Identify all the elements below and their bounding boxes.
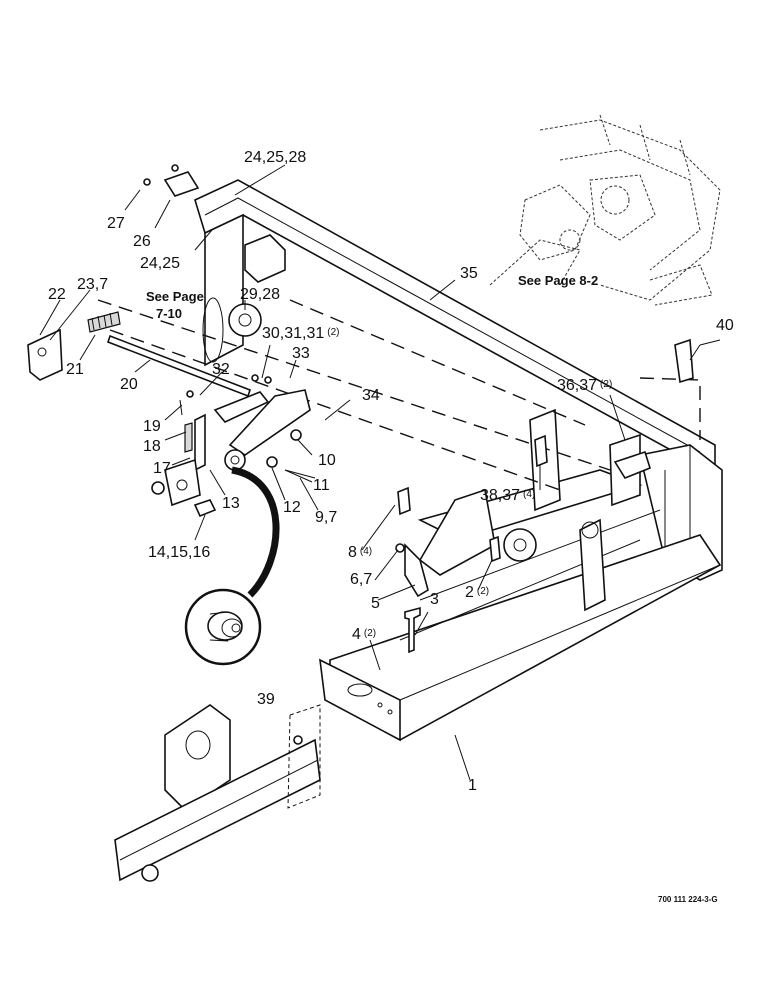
callout-10: 10 bbox=[318, 452, 336, 469]
callout-23-7: 23,7 bbox=[77, 276, 108, 293]
callout-36-37-qty: (2) bbox=[600, 379, 612, 390]
callout-12: 12 bbox=[283, 499, 301, 516]
callout-36-37-label: 36,37 bbox=[557, 377, 597, 394]
callout-34: 34 bbox=[362, 387, 380, 404]
callout-8-label: 8 bbox=[348, 544, 357, 561]
callout-14-15-16: 14,15,16 bbox=[148, 544, 210, 561]
callout-8-qty: (4) bbox=[360, 546, 372, 557]
callout-32: 32 bbox=[212, 361, 230, 378]
linkage-parts bbox=[27, 164, 694, 654]
callout-8: 8(4) bbox=[348, 544, 372, 561]
page-reference-8-2: See Page 8-2 bbox=[518, 273, 598, 288]
callout-20: 20 bbox=[120, 376, 138, 393]
callout-1: 1 bbox=[468, 777, 477, 794]
callout-39: 39 bbox=[257, 691, 275, 708]
callout-36-37: 36,37(2) bbox=[557, 377, 612, 394]
callout-29-28: 29,28 bbox=[240, 286, 280, 303]
callout-11: 11 bbox=[313, 477, 330, 494]
callout-21: 21 bbox=[66, 361, 84, 378]
callout-40: 40 bbox=[716, 317, 734, 334]
callout-22: 22 bbox=[48, 286, 66, 303]
shaft-centerlines bbox=[97, 299, 701, 491]
callout-13: 13 bbox=[222, 495, 240, 512]
callout-38-37: 38,37(4) bbox=[480, 487, 535, 504]
callout-9-7: 9,7 bbox=[315, 509, 337, 526]
callout-24-25-28: 24,25,28 bbox=[244, 149, 306, 166]
callout-2: 2(2) bbox=[465, 584, 489, 601]
callout-17: 17 bbox=[153, 460, 171, 477]
callout-3: 3 bbox=[430, 591, 439, 608]
callout-5: 5 bbox=[371, 595, 380, 612]
callout-6-7: 6,7 bbox=[350, 571, 372, 588]
callout-labels: 24,25,28 27 26 24,25 35 22 23,7 29,28 40… bbox=[48, 149, 734, 904]
callout-30-31-31-label: 30,31,31 bbox=[262, 325, 324, 342]
callout-19: 19 bbox=[143, 418, 161, 435]
callout-27: 27 bbox=[107, 215, 125, 232]
callout-38-37-qty: (4) bbox=[523, 489, 535, 500]
callout-4: 4(2) bbox=[352, 626, 376, 643]
callout-30-31-31: 30,31,31(2) bbox=[262, 325, 340, 342]
callout-30-31-31-qty: (2) bbox=[327, 327, 339, 338]
callout-18: 18 bbox=[143, 438, 161, 455]
callout-4-qty: (2) bbox=[364, 628, 376, 639]
callout-4-label: 4 bbox=[352, 626, 361, 643]
callout-38-37-label: 38,37 bbox=[480, 487, 520, 504]
main-frame bbox=[194, 179, 723, 742]
leader-lines bbox=[39, 164, 721, 781]
callout-24-25: 24,25 bbox=[140, 255, 180, 272]
callout-2-qty: (2) bbox=[477, 586, 489, 597]
callout-26: 26 bbox=[133, 233, 151, 250]
figure-number: 700 111 224-3-G bbox=[658, 895, 718, 904]
page-reference-7-10-line-1: See Page bbox=[146, 289, 204, 304]
adjacent-frame bbox=[114, 704, 321, 882]
reference-assembly-sketch bbox=[489, 114, 721, 306]
callout-2-label: 2 bbox=[465, 584, 474, 601]
page-reference-7-10-line-2: 7-10 bbox=[156, 306, 182, 321]
callout-35: 35 bbox=[460, 265, 478, 282]
bearing-detail bbox=[184, 466, 280, 666]
callout-33: 33 bbox=[292, 345, 310, 362]
